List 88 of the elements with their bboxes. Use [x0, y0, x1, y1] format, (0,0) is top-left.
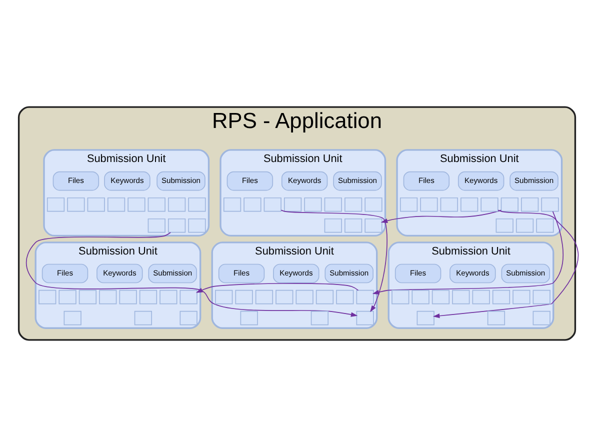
- node-box: [255, 290, 274, 304]
- node-box: Files: [394, 264, 442, 284]
- node-box: [432, 290, 450, 304]
- node-box: Submission: [148, 264, 197, 284]
- node-box: Submission: [324, 264, 374, 284]
- node-box: [264, 197, 282, 212]
- node-box: [316, 290, 334, 304]
- node-box: [296, 290, 314, 304]
- node-box: Files: [42, 264, 88, 284]
- node-box: [148, 197, 166, 212]
- node-box: [235, 290, 253, 304]
- node-box: [336, 290, 354, 304]
- node-box: [168, 197, 186, 212]
- node-box: [119, 290, 137, 304]
- node-box: [139, 290, 158, 304]
- node-box: [472, 290, 490, 304]
- node-box: [500, 197, 518, 212]
- node-box: Submission: [501, 264, 550, 284]
- node-box: [215, 290, 233, 304]
- node-box: [324, 197, 342, 212]
- node-box: [304, 197, 322, 212]
- node-box: [460, 197, 478, 212]
- node-box: [344, 218, 362, 233]
- node-box: [521, 197, 539, 212]
- node-box: [180, 290, 198, 304]
- node-box: Submission: [333, 171, 382, 191]
- node-box: [168, 218, 186, 233]
- node-box: [356, 310, 374, 326]
- node-box: [276, 290, 294, 304]
- node-box: [532, 290, 550, 304]
- node-box: [416, 310, 434, 326]
- arrow: [372, 211, 564, 294]
- node-box: [78, 290, 97, 304]
- node-box: [223, 197, 242, 212]
- node-box: [148, 218, 166, 233]
- node-box: Keywords: [273, 264, 320, 284]
- node-box: [420, 197, 438, 212]
- node-box: [532, 310, 550, 326]
- node-box: [344, 197, 362, 212]
- node-box: Keywords: [104, 171, 150, 191]
- node-box: [244, 197, 262, 212]
- node-box: Keywords: [281, 171, 328, 191]
- node-box: [46, 197, 65, 212]
- node-box: [128, 197, 146, 212]
- node-box: Keywords: [458, 171, 504, 191]
- node-box: Files: [52, 171, 100, 191]
- node-box: [188, 218, 206, 233]
- node-box: [240, 310, 258, 326]
- node-box: [487, 310, 506, 326]
- node-box: Files: [226, 171, 274, 191]
- node-box: [392, 290, 410, 304]
- node-box: [356, 290, 374, 304]
- node-box: [180, 310, 198, 326]
- node-box: Submission: [510, 171, 558, 191]
- node-box: [99, 290, 117, 304]
- node-box: Files: [218, 264, 265, 284]
- node-box: [160, 290, 178, 304]
- node-box: [516, 218, 534, 233]
- node-box: [188, 197, 206, 212]
- arrow: [26, 232, 358, 317]
- node-box: [58, 290, 76, 304]
- node-box: Keywords: [450, 264, 496, 284]
- node-box: [364, 197, 382, 212]
- node-box: Keywords: [96, 264, 143, 284]
- node-box: [87, 197, 105, 212]
- node-box: [412, 290, 430, 304]
- node-box: [492, 290, 510, 304]
- node-box: [480, 197, 498, 212]
- node-box: [324, 218, 342, 233]
- node-box: [284, 197, 302, 212]
- node-box: [496, 218, 514, 233]
- node-box: [541, 197, 559, 212]
- node-box: [107, 197, 126, 212]
- node-box: [134, 310, 152, 326]
- node-box: [536, 218, 554, 233]
- node-box: [452, 290, 470, 304]
- node-box: [400, 197, 418, 212]
- arrow: [432, 210, 579, 318]
- node-box: [64, 310, 82, 326]
- node-box: Submission: [156, 171, 206, 191]
- node-box: [440, 197, 458, 212]
- node-box: [512, 290, 530, 304]
- node-box: [38, 290, 56, 304]
- node-box: [310, 310, 329, 326]
- arrow: [196, 283, 359, 293]
- node-box: Files: [403, 171, 450, 191]
- node-box: [67, 197, 85, 212]
- node-box: [364, 218, 382, 233]
